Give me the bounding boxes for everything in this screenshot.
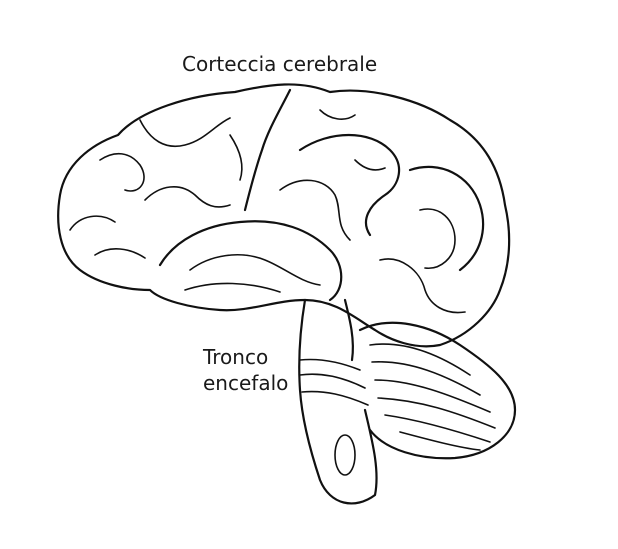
temporal-gyrus: [185, 283, 280, 292]
frontal-gyrus-5: [145, 187, 230, 207]
frontal-gyrus-2: [70, 216, 115, 230]
occipital-gyrus-1: [410, 167, 483, 270]
pons-line-2: [300, 374, 365, 388]
pons-line-3: [302, 392, 368, 405]
cerebellum-folia-5: [385, 415, 490, 442]
frontal-gyrus-4: [140, 118, 230, 146]
parietal-small-sulcus: [355, 160, 385, 170]
brainstem-outline: [299, 300, 376, 503]
cerebellum-folia-1: [370, 344, 470, 375]
occipital-gyrus-3: [380, 259, 465, 313]
pons-line-1: [300, 359, 360, 370]
frontal-gyrus-3: [95, 249, 145, 258]
precentral-gyrus: [230, 135, 242, 180]
parietal-small-sulcus-2: [320, 110, 355, 119]
cerebellum-folia-4: [378, 398, 495, 428]
cerebellum-folia-2: [372, 362, 480, 395]
brainstem-ventral: [345, 300, 353, 360]
parietal-gyrus-1: [300, 135, 399, 235]
parietal-gyrus-2: [280, 180, 350, 240]
frontal-gyrus-1: [100, 154, 144, 191]
brainstem-label: Tronco encefalo: [203, 344, 288, 396]
medulla-oval: [335, 435, 355, 475]
central-sulcus: [245, 90, 290, 210]
cerebrum-outline: [58, 84, 509, 346]
brainstem-label-line1: Tronco: [203, 344, 288, 370]
temporal-fold: [160, 221, 341, 300]
temporal-inner-fold: [190, 255, 320, 285]
occipital-gyrus-2: [420, 209, 455, 268]
brainstem-label-line2: encefalo: [203, 370, 288, 396]
cerebellum-outline: [360, 323, 515, 458]
cortex-label: Corteccia cerebrale: [182, 51, 377, 77]
